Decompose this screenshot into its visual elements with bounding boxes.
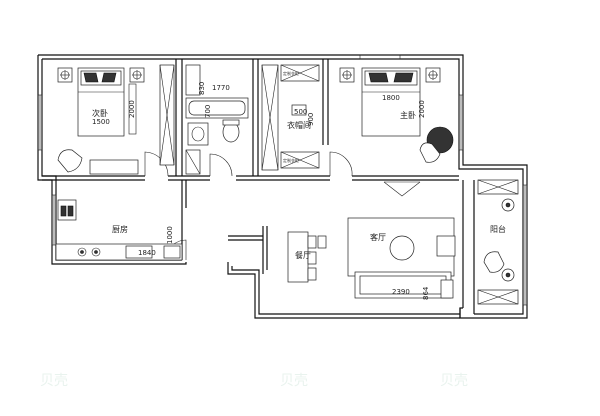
room-label-balcony: 阳台 — [490, 224, 506, 234]
chair — [57, 149, 83, 173]
watermark: 贝壳 — [40, 372, 68, 389]
chair — [419, 142, 441, 163]
closet-small-label: 定制衣柜 — [283, 157, 299, 163]
bathroom: 1770 830 700 — [185, 64, 249, 175]
armchair — [436, 235, 456, 257]
dimension-label: 900 — [307, 113, 315, 126]
dimension-label: 700 — [204, 105, 212, 118]
dimension-label: 1840 — [138, 249, 156, 257]
dining-room: 餐厅 — [287, 231, 327, 283]
dimension-label: 830 — [198, 82, 206, 95]
interior-walls — [42, 59, 475, 314]
coffee-table — [389, 235, 415, 261]
sink — [187, 122, 209, 146]
dimension-label: 2000 — [128, 100, 136, 118]
room-label-living: 客厅 — [370, 232, 386, 242]
living-room: 客厅 2390 864 — [347, 181, 456, 300]
room-label-kitchen: 厨房 — [112, 224, 128, 234]
windows — [37, 54, 528, 306]
balcony: 阳台 — [477, 179, 519, 305]
room-label-master-bedroom: 主卧 — [400, 110, 416, 120]
desk — [89, 159, 139, 175]
dimension-label: 1000 — [166, 226, 174, 244]
room-label-second-bedroom: 次卧 — [92, 108, 108, 118]
kitchen: 厨房 1840 1000 — [55, 199, 183, 261]
master-bedroom: 1800 主卧 2000 — [339, 67, 454, 163]
dimension-label: 2000 — [418, 100, 426, 118]
closet-small-label: 定制衣柜 — [283, 70, 299, 76]
dimension-label: 1800 — [382, 94, 400, 102]
dimension-label: 1770 — [212, 84, 230, 92]
watermark-group: 贝壳 贝壳 贝壳 — [40, 372, 468, 389]
room-label-dining: 餐厅 — [295, 251, 311, 260]
lounge-chair — [483, 251, 505, 273]
second-bedroom: 次卧 1500 2000 — [57, 64, 175, 175]
dimension-label: 500 — [294, 108, 307, 116]
watermark: 贝壳 — [280, 372, 308, 389]
dimension-label: 864 — [422, 286, 430, 300]
closet: 定制衣柜 定制衣柜 衣帽间 500 900 — [261, 64, 320, 171]
room-label-closet: 衣帽间 — [287, 120, 311, 130]
watermark: 贝壳 — [440, 372, 468, 389]
dimension-label: 2390 — [392, 288, 410, 296]
dimension-label: 1500 — [92, 118, 110, 126]
kitchen-counter — [55, 243, 183, 261]
